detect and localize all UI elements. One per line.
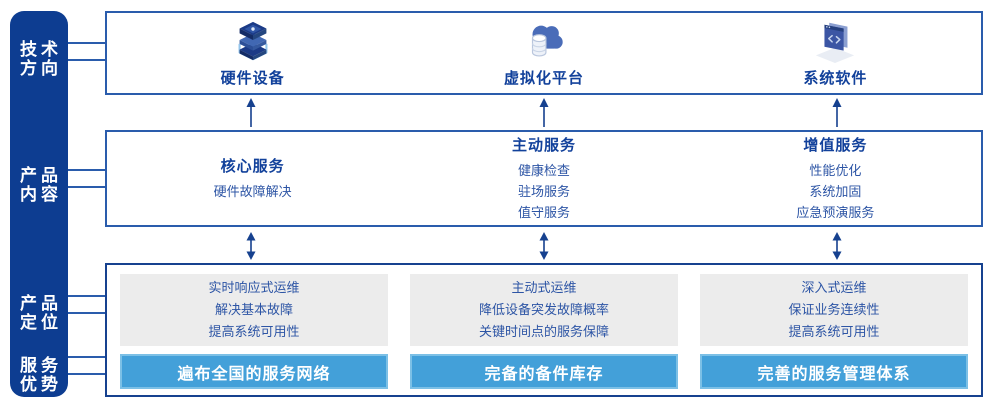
double-arrow-icon (246, 232, 256, 260)
double-arrow-row (105, 232, 983, 260)
service-title: 增值服务 (803, 137, 868, 154)
sidebar-label-product-positioning: 产品定位 (20, 294, 62, 332)
up-arrow-icon (246, 98, 256, 127)
connector-line (68, 186, 105, 188)
service-item: 值守服务 (517, 205, 570, 220)
connector-line (68, 295, 105, 297)
service-column-value-added: 增值服务 性能优化 系统加固 应急预演服务 (690, 132, 981, 225)
up-arrow-icon (832, 98, 842, 127)
service-column-core: 核心服务 硬件故障解决 (107, 132, 398, 225)
category-sidebar: 技术方向 产品内容 产品定位 服务优势 (10, 11, 68, 397)
double-arrow-icon (539, 232, 549, 260)
advantage-banner-management: 完善的服务管理体系 (700, 354, 968, 389)
service-column-proactive: 主动服务 健康检查 驻场服务 值守服务 (398, 132, 689, 225)
up-arrow-icon (539, 98, 549, 127)
service-item: 健康检查 (517, 163, 570, 178)
service-item: 系统加固 (809, 184, 862, 199)
service-item: 硬件故障解决 (213, 184, 292, 199)
connector-line (68, 312, 105, 314)
advantage-banner-network: 遍布全国的服务网络 (120, 354, 388, 389)
positioning-card-deep: 深入式运维 保证业务连续性 提高系统可用性 (700, 274, 968, 346)
connector-line (68, 169, 105, 171)
tech-item-virtualization: 虚拟化平台 (398, 13, 689, 93)
sidebar-label-tech-direction: 技术方向 (20, 40, 62, 78)
cloud-database-icon (521, 18, 567, 64)
hardware-stack-icon (230, 18, 276, 64)
service-item: 应急预演服务 (796, 205, 875, 220)
up-arrow-row (105, 98, 983, 127)
connector-line (68, 59, 105, 61)
tech-item-software: 系统软件 (690, 13, 981, 93)
tech-direction-panel: 硬件设备 虚拟化平台 (105, 11, 983, 95)
tech-item-hardware: 硬件设备 (107, 13, 398, 93)
connector-line (68, 42, 105, 44)
connector-line (68, 356, 105, 358)
positioning-card-proactive: 主动式运维 降低设备突发故障概率 关键时间点的服务保障 (410, 274, 678, 346)
sidebar-label-product-content: 产品内容 (20, 166, 62, 204)
advantage-banner-spares: 完备的备件库存 (410, 354, 678, 389)
product-content-panel: 核心服务 硬件故障解决 主动服务 健康检查 驻场服务 值守服务 增值服务 性能优… (105, 130, 983, 227)
service-item: 性能优化 (809, 163, 862, 178)
tech-label-software: 系统软件 (803, 70, 868, 87)
service-item: 驻场服务 (517, 184, 570, 199)
positioning-card-realtime: 实时响应式运维 解决基本故障 提高系统可用性 (120, 274, 388, 346)
tech-label-hardware: 硬件设备 (220, 70, 285, 87)
sidebar-label-service-advantage: 服务优势 (20, 356, 62, 394)
double-arrow-icon (832, 232, 842, 260)
tech-label-virtualization: 虚拟化平台 (503, 70, 584, 87)
software-window-icon (812, 18, 858, 64)
connector-line (68, 373, 105, 375)
product-positioning-panel: 实时响应式运维 解决基本故障 提高系统可用性 主动式运维 降低设备突发故障概率 … (105, 263, 983, 397)
service-title: 主动服务 (511, 137, 576, 154)
service-title: 核心服务 (220, 158, 285, 175)
